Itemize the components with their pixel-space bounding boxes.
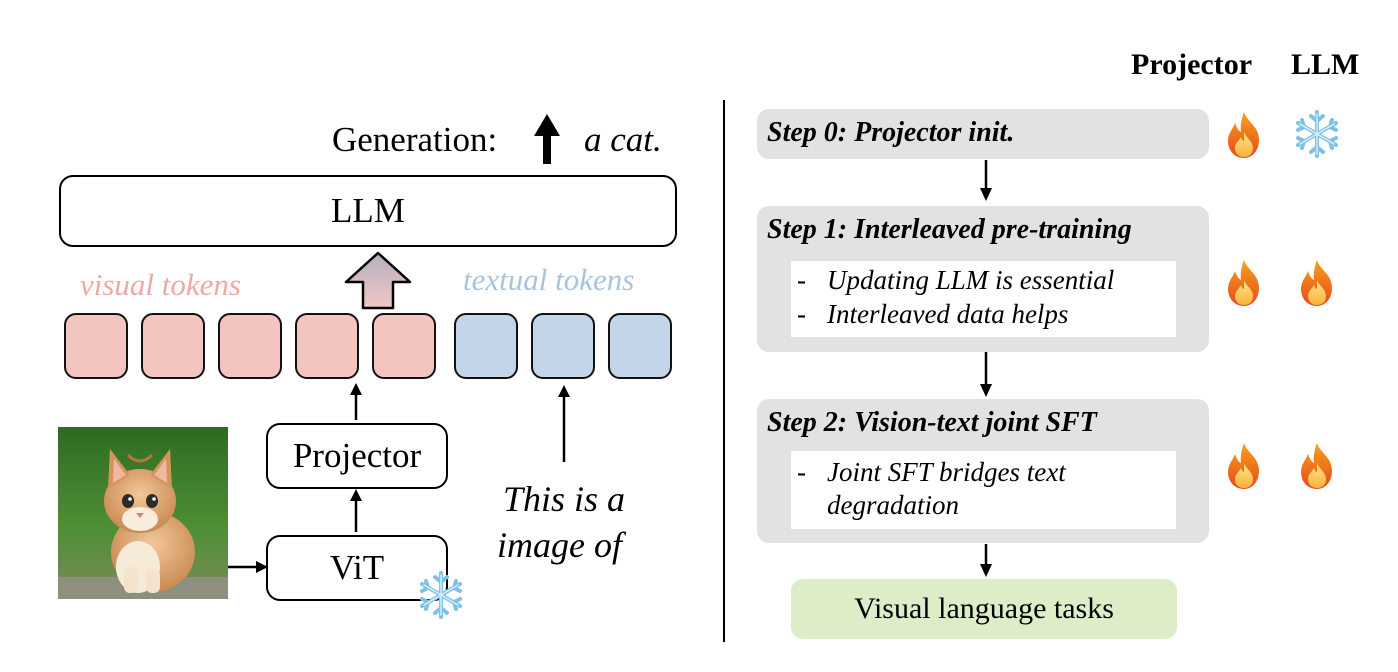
- header-projector: Projector: [1131, 48, 1253, 81]
- visual-language-tasks-label: Visual language tasks: [854, 592, 1114, 625]
- vit-to-projector-arrow: [350, 489, 362, 532]
- visual-token: [141, 313, 205, 379]
- generation-arrow: [534, 114, 560, 164]
- output-text: a cat.: [584, 120, 662, 159]
- textual-token: [454, 313, 518, 379]
- input-text-line2: image of: [497, 525, 622, 565]
- input-text-line1: This is a: [503, 479, 626, 519]
- generation-label: Generation:: [332, 120, 498, 159]
- llm-label: LLM: [331, 191, 405, 230]
- visual-token: [372, 313, 436, 379]
- textual-token: [531, 313, 595, 379]
- visual-token: [295, 313, 359, 379]
- fire-icon: [1219, 441, 1269, 491]
- vit-label: ViT: [329, 548, 385, 587]
- projector-label: Projector: [292, 436, 422, 475]
- step-2-bullet-continuation: degradation: [827, 490, 959, 520]
- snowflake-icon: [416, 570, 466, 620]
- step-2-title: Step 2: Vision-text joint SFT: [767, 407, 1097, 438]
- cat-image: [58, 427, 228, 599]
- panel-divider: [723, 100, 725, 642]
- snowflake-icon: [1292, 109, 1342, 159]
- step-2-notes: [791, 451, 1176, 529]
- tokens-to-llm-arrow: [344, 251, 412, 310]
- visual-tokens-label: visual tokens: [80, 267, 241, 302]
- visual-token: [64, 313, 128, 379]
- llm-box: LLM: [59, 175, 677, 247]
- vit-box: ViT: [266, 535, 448, 601]
- fire-icon: [1292, 258, 1342, 308]
- step-0-box: [757, 109, 1209, 159]
- projector-box: Projector: [266, 423, 448, 489]
- step-0-to-1-arrow: [980, 160, 992, 201]
- visual-token: [218, 313, 282, 379]
- projector-to-tokens-arrow: [350, 383, 362, 420]
- step-1-bullet: -Updating LLM is essential: [797, 265, 1115, 295]
- textual-token: [608, 313, 672, 379]
- header-llm: LLM: [1291, 48, 1360, 81]
- textual-tokens-label: textual tokens: [463, 262, 635, 297]
- step-2-to-tasks-arrow: [980, 544, 992, 577]
- step-1-notes: [791, 261, 1176, 337]
- visual-language-tasks-box: Visual language tasks: [791, 579, 1177, 639]
- step-1-to-2-arrow: [980, 352, 992, 397]
- step-2-bullet: -Joint SFT bridges text: [797, 457, 1066, 487]
- step-0-title: Step 0: Projector init.: [767, 117, 1015, 148]
- fire-icon: [1219, 258, 1269, 308]
- fire-icon: [1219, 110, 1269, 160]
- image-to-vit-arrow: [228, 561, 268, 573]
- step-1-bullet: -Interleaved data helps: [797, 299, 1069, 329]
- text-to-tokens-arrow: [558, 385, 570, 462]
- step-1-title: Step 1: Interleaved pre-training: [767, 214, 1132, 245]
- fire-icon: [1292, 441, 1342, 491]
